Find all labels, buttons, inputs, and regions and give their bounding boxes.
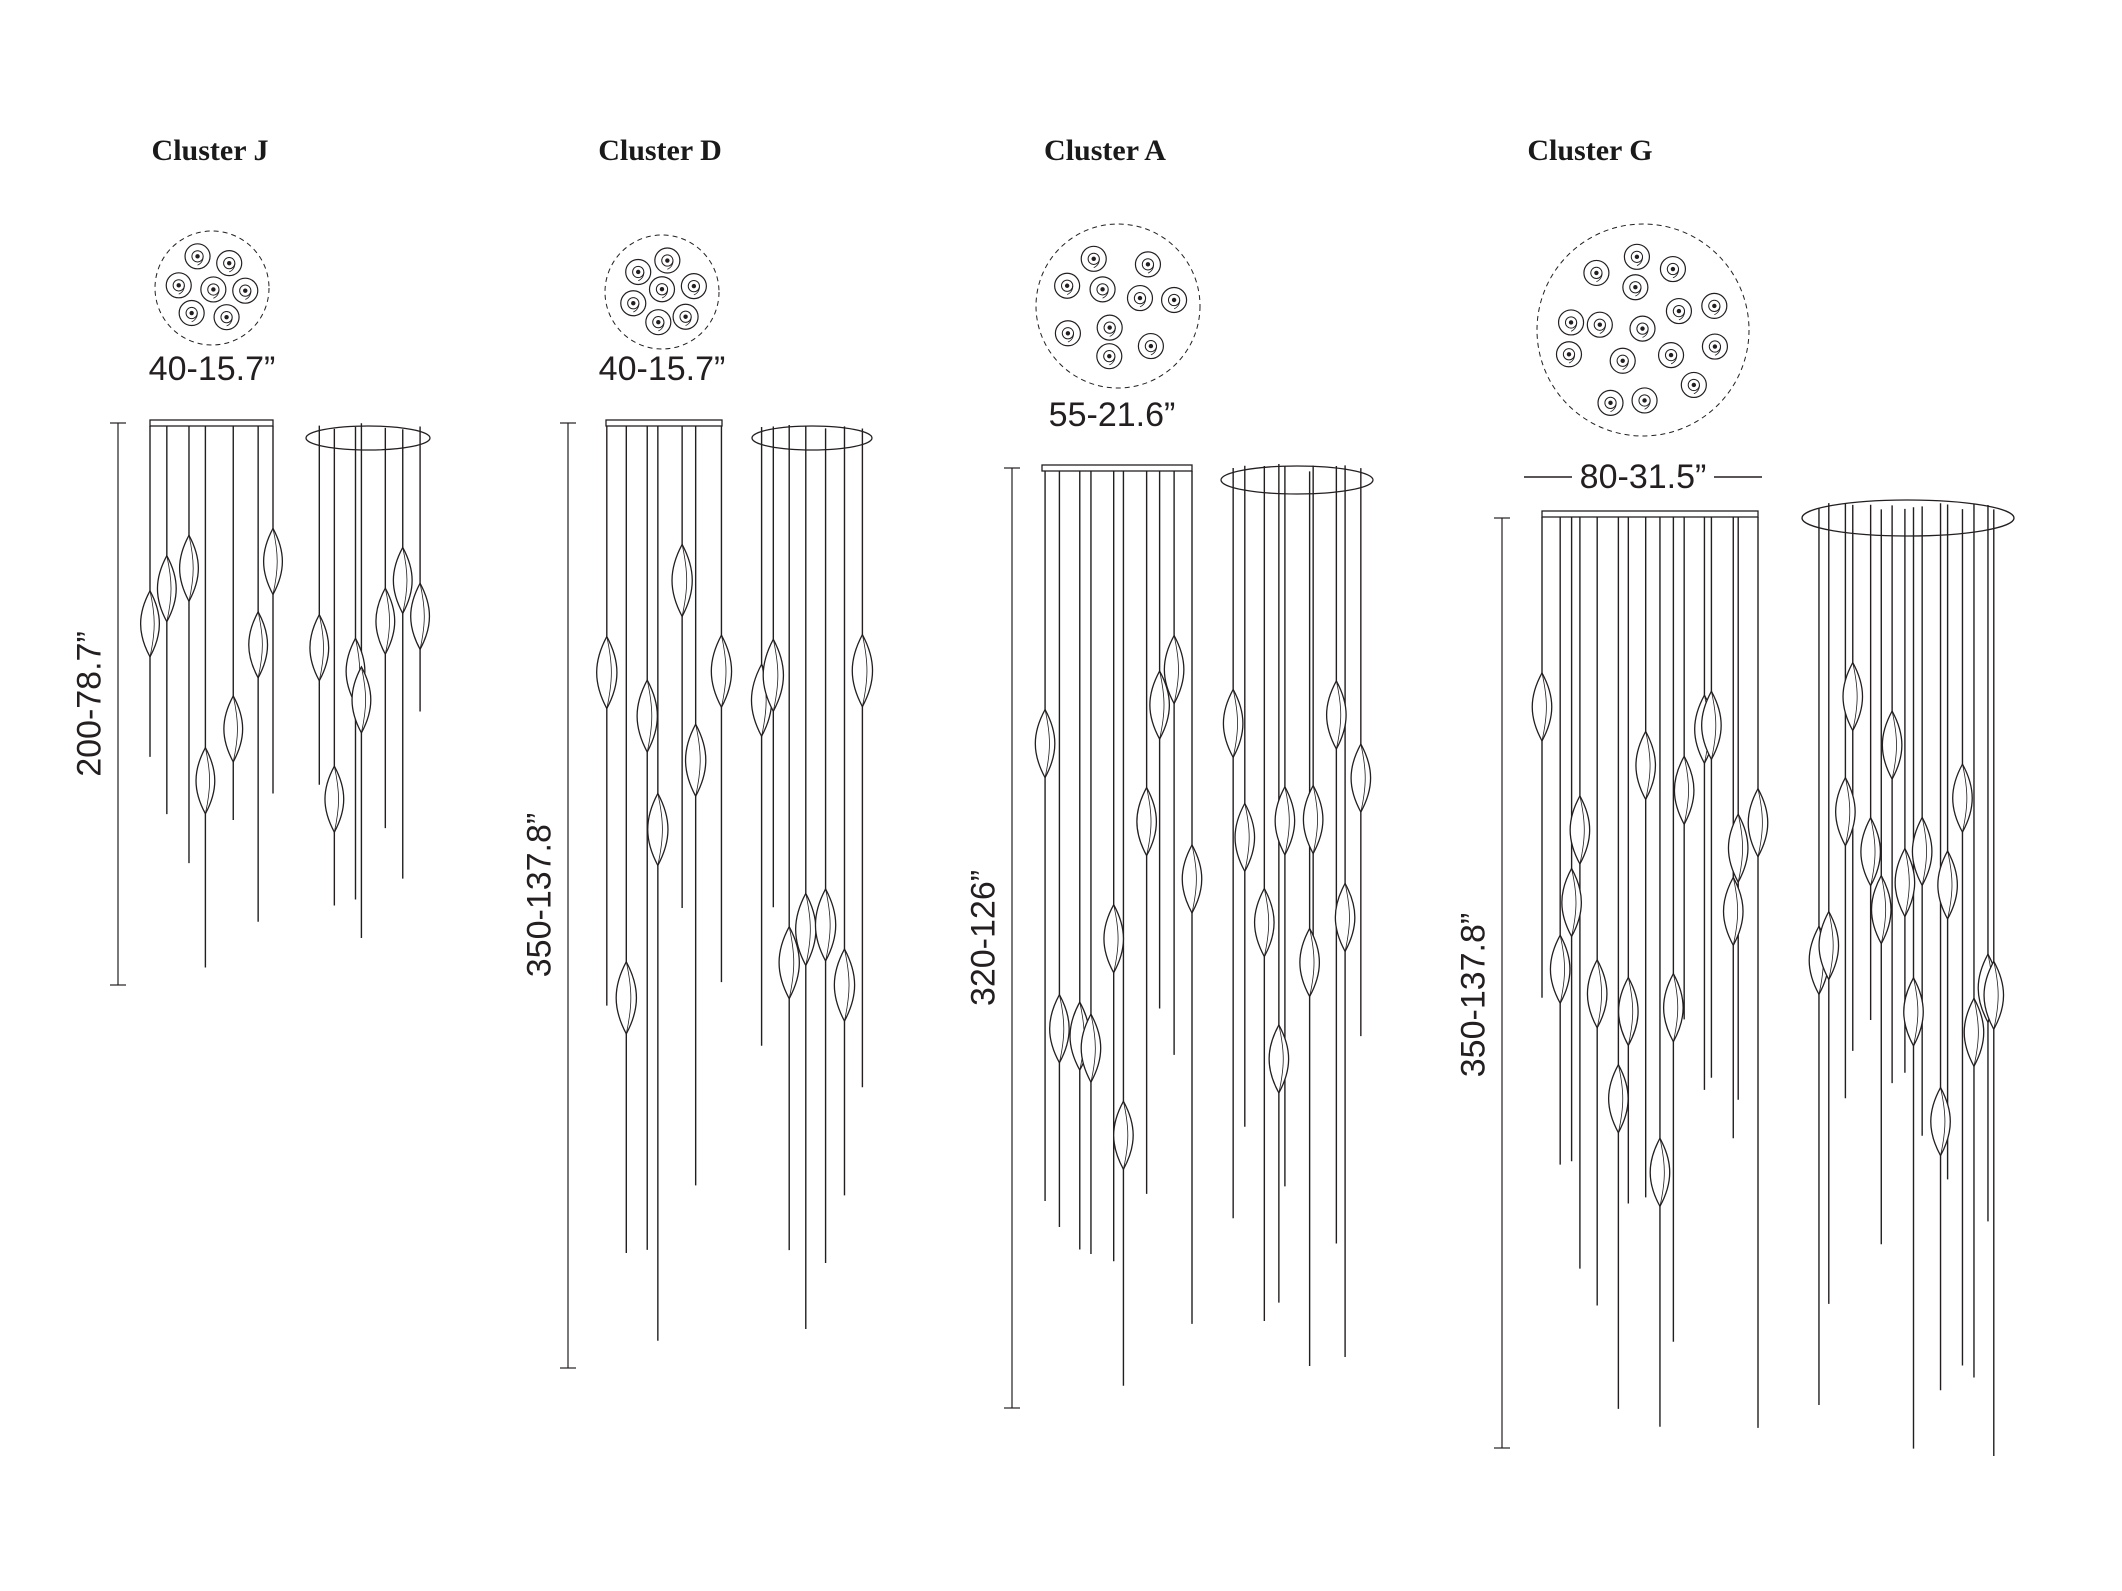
cluster-d-width-label: 40-15.7” bbox=[598, 350, 726, 388]
cluster-a-width-label: 55-21.6” bbox=[1048, 396, 1176, 434]
cluster-g-drawing bbox=[1494, 223, 2015, 1456]
cluster-g-width-label: 80-31.5” bbox=[1579, 458, 1707, 496]
cluster-g-title: Cluster G bbox=[1527, 134, 1653, 167]
cluster-a-drawing bbox=[1004, 223, 1374, 1409]
cluster-j-width-label: 40-15.7” bbox=[148, 350, 276, 388]
cluster-j-title: Cluster J bbox=[151, 134, 269, 167]
cluster-j-drawing bbox=[110, 230, 431, 986]
cluster-a-height-label: 320-126” bbox=[964, 869, 1003, 1007]
cluster-a-title: Cluster A bbox=[1044, 134, 1166, 167]
cluster-j-height-label: 200-78.7” bbox=[70, 631, 109, 777]
cluster-d-drawing bbox=[560, 234, 874, 1369]
cluster-d-title: Cluster D bbox=[598, 134, 722, 167]
cluster-g-height-label: 350-137.8” bbox=[1454, 912, 1493, 1078]
cluster-d-height-label: 350-137.8” bbox=[520, 812, 559, 978]
